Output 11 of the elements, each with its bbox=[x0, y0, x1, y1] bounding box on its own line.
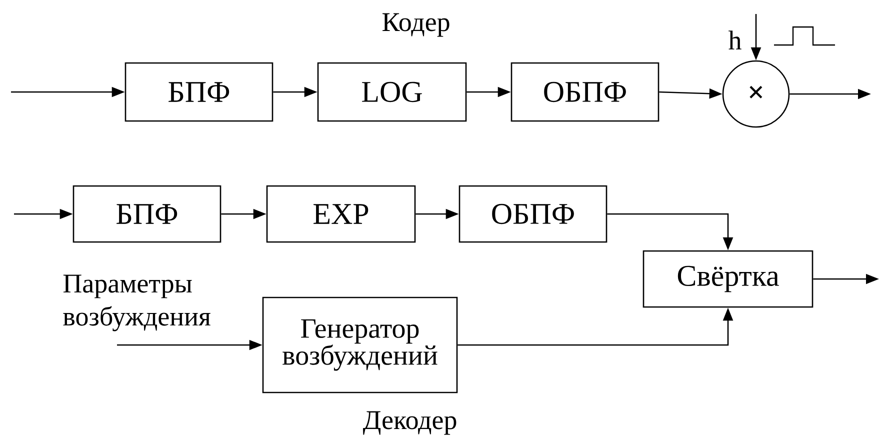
input-label: Параметры возбуждения bbox=[63, 274, 210, 332]
process-box: Свёртка bbox=[642, 250, 814, 308]
process-box: Генератор возбуждений bbox=[262, 296, 458, 394]
title-label: Кодер bbox=[382, 13, 450, 37]
process-box: ОБПФ bbox=[510, 62, 660, 122]
signal-label: h bbox=[728, 30, 742, 50]
process-box: ОБПФ bbox=[458, 185, 608, 243]
process-box: EXP bbox=[266, 185, 416, 243]
process-box: БПФ bbox=[124, 62, 274, 122]
process-box: LOG bbox=[317, 62, 467, 122]
process-box: БПФ bbox=[72, 185, 222, 243]
